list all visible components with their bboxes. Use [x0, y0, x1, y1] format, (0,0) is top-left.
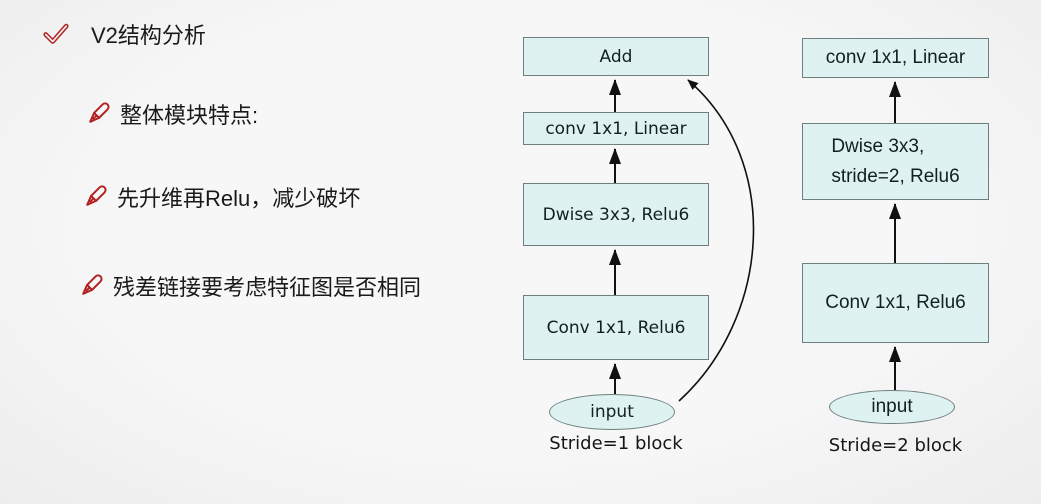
node-conv1x1-linear: conv 1x1, Linear [523, 112, 709, 145]
note-bullet-label: 残差链接要考虑特征图是否相同 [113, 275, 422, 300]
node-conv1x1-relu6: Conv 1x1, Relu6 [523, 295, 709, 360]
note-title-row: V2结构分析 [42, 18, 206, 50]
note-bullet: 先升维再Relu，减少破坏 [82, 181, 360, 213]
pencil-icon [86, 185, 107, 206]
note-bullet-label: 先升维再Relu，减少破坏 [117, 186, 361, 211]
node-dwise3x3-stride2-relu6: Dwise 3x3, stride=2, Relu6 [802, 123, 989, 200]
node-conv1x1-linear: conv 1x1, Linear [802, 38, 989, 78]
node-input: input [549, 394, 675, 430]
pencil-icon [89, 102, 110, 123]
diagram-caption-stride2: Stride=2 block [828, 435, 963, 456]
node-input: input [829, 390, 955, 424]
pencil-icon [82, 274, 103, 295]
note-bullet-label: 整体模块特点: [120, 103, 259, 128]
note-bullet: 整体模块特点: [85, 98, 258, 130]
note-bullet: 残差链接要考虑特征图是否相同 [78, 270, 421, 302]
node-add: Add [523, 37, 709, 76]
node-conv1x1-relu6: Conv 1x1, Relu6 [802, 263, 989, 343]
node-dwise3x3-relu6: Dwise 3x3, Relu6 [523, 183, 709, 246]
node-label: Dwise 3x3, stride=2, Relu6 [831, 136, 960, 187]
check-icon [43, 23, 69, 44]
page-title: V2结构分析 [91, 23, 206, 48]
diagram-caption-stride1: Stride=1 block [549, 433, 683, 454]
